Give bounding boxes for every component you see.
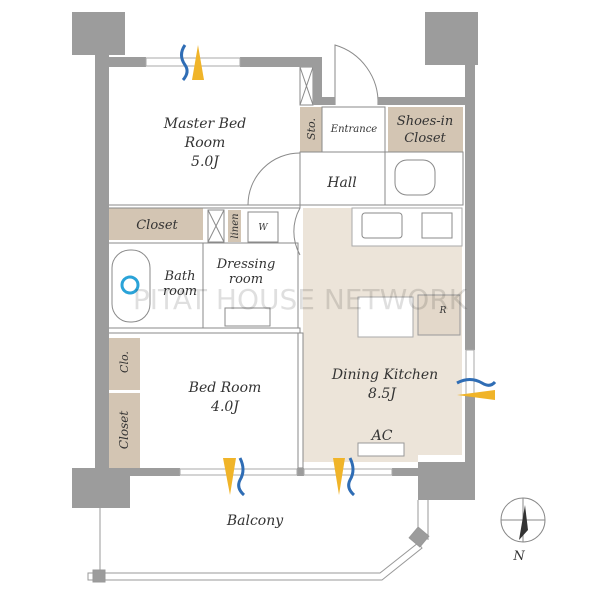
closet-side-label: Closet [117,411,131,450]
compass-icon [500,497,546,543]
ventilation-icon [333,457,356,497]
balcony-railing [87,500,430,583]
island-counter [357,296,414,338]
compass-north-label: N [512,549,525,564]
shoes-in-closet [388,107,463,152]
fridge-icon [417,294,461,336]
clo-closet [108,338,140,390]
shoes-closet-label: Shoes-in [397,114,453,129]
ac-unit-icon [357,442,405,457]
fridge-label: R [439,306,447,316]
storage-label: Sto. [305,118,318,140]
storage [300,107,322,152]
ventilation-icon [456,378,497,400]
closet-top-label: Closet [136,218,178,233]
exterior-walls [72,12,478,508]
entrance-label: Entrance [330,124,378,135]
dressing-label-2: room [229,272,263,287]
master-bed-label: Master Bed [163,116,246,132]
closet-side [108,393,140,468]
master-bed-label-2: Room [184,135,226,151]
dressing-label: Dressing [216,257,276,272]
washer-label: W [258,223,268,233]
ventilation-icon [180,44,204,81]
shoes-closet-label-2: Closet [404,131,446,146]
balcony-label: Balcony [226,513,284,529]
windows [145,57,475,476]
clo-label: Clo. [118,351,131,373]
bed-room-label: Bed Room [188,380,262,396]
sink-icon [361,212,403,239]
dining-kitchen-size: 8.5J [368,386,397,402]
ac-label: AC [370,428,393,444]
kitchen-counter [351,207,463,247]
bed-room-size: 4.0J [210,399,240,415]
bath-label: Bath [164,269,196,284]
ventilation-icon [223,457,246,497]
linen-label: linen [230,213,241,238]
watermark: PITAT HOUSE NETWORK [133,283,468,316]
jacuzzi-icon [120,275,140,295]
bath-label-2: room [163,284,197,299]
linen-closet [228,210,241,242]
stove-icon [421,212,453,239]
hall-label: Hall [326,175,357,191]
closet-top [108,208,203,240]
master-bed-size: 5.0J [191,154,220,170]
dining-kitchen-label: Dining Kitchen [331,367,438,383]
